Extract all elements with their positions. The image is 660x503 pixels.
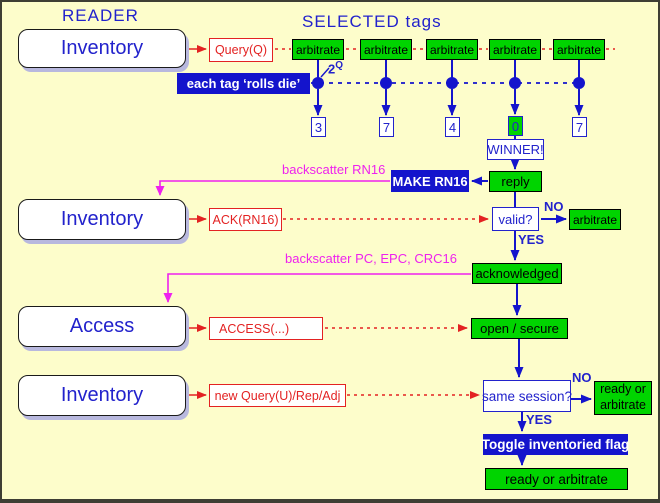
tag-state-arbitrate-3: arbitrate [426,39,478,60]
slot-value-3: 4 [445,117,460,137]
tag-state-arbitrate-5: arbitrate [553,39,605,60]
reader-state-inventory-2: Inventory [18,199,186,240]
tag-state-arbitrate-1: arbitrate [292,39,344,60]
command-ack-rn16: ACK(RN16) [209,208,282,231]
tag-state-ready-or-arbitrate-final: ready or arbitrate [485,468,628,490]
edge-arbitrate-to-dots [317,60,580,78]
slot-value-4-winner: 0 [508,116,523,136]
command-access: ACCESS(...) [209,317,323,340]
tag-state-acknowledged: acknowledged [472,263,562,284]
slot-value-5: 7 [572,117,587,137]
reader-state-access: Access [18,306,186,347]
selected-tags-title: SELECTED tags [302,12,442,31]
edge-reader-commands [187,45,207,399]
slot-value-1: 3 [311,117,326,137]
note-rolls-die: each tag ‘rolls die’ [177,73,310,94]
decision-same-session: same session? [482,380,572,412]
decision-valid: valid? [492,207,539,231]
tag-state-arbitrate-on-no: arbitrate [569,209,621,230]
tag-state-arbitrate-4: arbitrate [489,39,541,60]
note-toggle-inventoried-flag: Toggle inventoried flag [482,434,629,455]
tag-state-arbitrate-2: arbitrate [360,39,412,60]
label-no-valid: NO [544,199,564,214]
reader-state-inventory-1: Inventory [18,29,186,68]
note-winner: WINNER! [487,139,544,160]
command-new-query: new Query(U)/Rep/Adj [209,384,346,407]
slot-value-2: 7 [379,117,394,137]
note-2-to-q: 2Q [328,60,343,76]
label-yes-valid: YES [518,232,545,247]
two-q-base: 2 [328,61,336,77]
ready-or-line1: ready or [600,382,646,397]
label-yes-session: YES [526,412,553,427]
ready-or-line2: arbitrate [600,398,646,412]
edge-dots-to-slots [313,89,584,116]
reader-column-title: READER [62,6,139,25]
edge-command-dashed-arrows [283,215,489,399]
label-backscatter-pc-epc-crc16: backscatter PC, EPC, CRC16 [285,251,457,266]
tag-state-reply: reply [489,171,542,192]
edge-backscatter-paths [155,180,471,303]
command-query: Query(Q) [209,38,273,62]
label-no-session: NO [572,370,592,385]
tag-state-open-secure: open / secure [471,318,568,339]
slot-dots [312,77,585,89]
two-q-exponent: Q [335,60,344,71]
reader-state-inventory-3: Inventory [18,375,186,416]
label-backscatter-rn16: backscatter RN16 [282,162,386,177]
note-make-rn16: MAKE RN16 [391,170,469,192]
